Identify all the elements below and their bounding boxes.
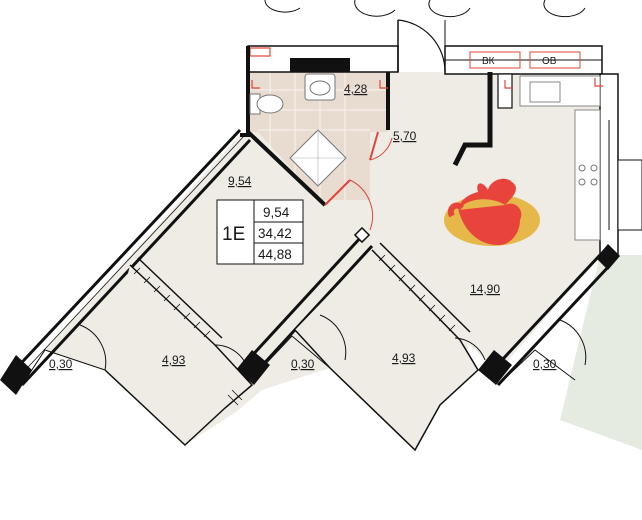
unit-info-table: 1E 9,54 34,42 44,88 xyxy=(216,199,304,265)
shaft-vk-label: ВК xyxy=(482,56,495,67)
bathroom-door xyxy=(369,131,393,161)
shower-icon xyxy=(289,129,347,187)
right-diagonal-wall xyxy=(478,244,620,387)
room-area-ledge-left: 0,30 xyxy=(49,357,73,371)
ledge-left xyxy=(21,324,107,386)
room-area-bathroom: 4,28 xyxy=(344,82,368,96)
shaft-vk: ВК xyxy=(469,51,521,69)
outside-terrace xyxy=(560,255,642,450)
right-wall xyxy=(599,73,642,257)
room-area-ledge-mid: 0,30 xyxy=(291,357,315,371)
room-area-kitchen-living: 14,90 xyxy=(470,282,500,296)
unit-area-total-no-balcony: 34,42 xyxy=(258,226,292,241)
kitchen-counter xyxy=(519,75,601,241)
room-area-bedroom: 9,54 xyxy=(228,174,252,188)
upper-doors xyxy=(264,0,586,18)
shaft-ov: ОВ xyxy=(529,51,581,69)
entrance-door xyxy=(397,19,446,73)
location-marker-icon xyxy=(444,178,540,246)
toilet-icon xyxy=(249,93,284,115)
unit-area-total: 44,88 xyxy=(258,247,292,262)
left-exterior-wall xyxy=(0,128,252,395)
bedroom-door xyxy=(324,179,374,231)
shaft-ov-label: ОВ xyxy=(542,56,557,67)
sink-icon xyxy=(304,73,336,101)
ledge-right xyxy=(497,319,587,386)
bathroom-walls xyxy=(240,46,390,207)
unit-area-living: 9,54 xyxy=(263,205,290,220)
room-area-balcony-right: 4,93 xyxy=(392,351,416,365)
corner-markers xyxy=(251,78,603,89)
room-area-ledge-right: 0,30 xyxy=(533,357,557,371)
room-area-balcony-left: 4,93 xyxy=(162,353,186,367)
hall-partition xyxy=(452,72,513,167)
ledge-mid xyxy=(227,314,347,406)
unit-code: 1E xyxy=(222,224,245,245)
room-area-hallway: 5,70 xyxy=(393,129,417,143)
